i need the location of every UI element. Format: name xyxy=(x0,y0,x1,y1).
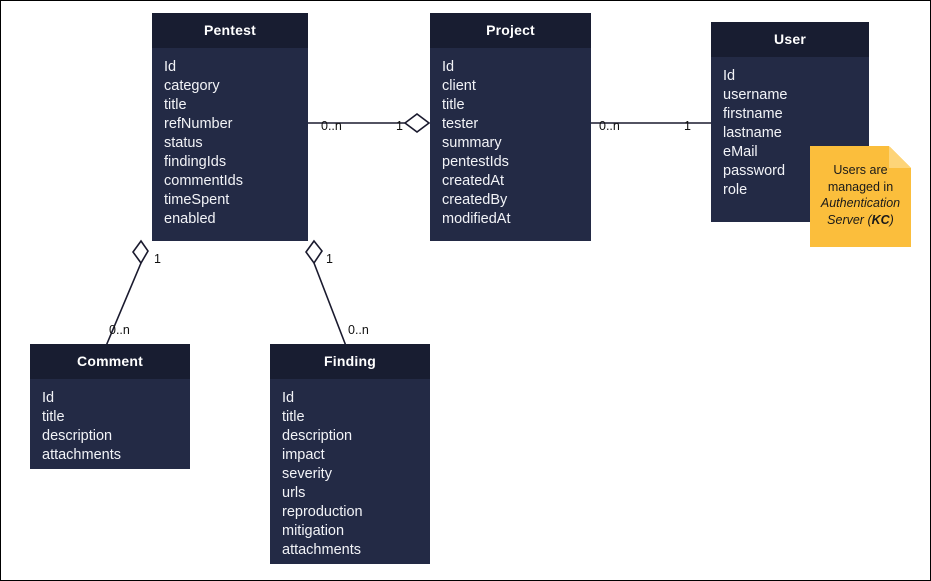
attribute: commentIds xyxy=(164,173,243,189)
note-line-4-suffix: ) xyxy=(889,212,894,227)
attribute: Id xyxy=(42,390,55,406)
attribute: category xyxy=(164,78,220,94)
attribute: createdAt xyxy=(442,173,505,189)
class-attributes-comment: Id title description attachments xyxy=(30,379,190,475)
attribute: title xyxy=(164,97,187,113)
attribute: eMail xyxy=(723,144,758,160)
class-title-comment: Comment xyxy=(30,344,190,379)
attribute: description xyxy=(282,428,353,444)
attribute: summary xyxy=(442,135,502,151)
attribute: mitigation xyxy=(282,523,345,539)
note-line-4-strong: KC xyxy=(871,212,890,227)
multiplicity-pentest-comment-source: 0..n xyxy=(109,323,130,337)
attribute: enabled xyxy=(164,211,216,227)
note-line-4-prefix: Server ( xyxy=(827,212,872,227)
aggregation-diamond-pentest-comment xyxy=(132,239,149,265)
attribute: createdBy xyxy=(442,192,508,208)
note-line-4: Server (KC) xyxy=(818,212,903,229)
multiplicity-project-user-source: 0..n xyxy=(599,119,620,133)
attribute: Id xyxy=(723,68,736,84)
attribute: title xyxy=(442,97,465,113)
class-attributes-pentest: Id category title refNumber status findi… xyxy=(152,48,308,241)
attribute: lastname xyxy=(723,125,782,141)
note-fold-corner-icon xyxy=(889,146,911,168)
multiplicity-pentest-finding-source: 0..n xyxy=(348,323,369,337)
class-attributes-user: Id username firstname lastname eMail pas… xyxy=(711,57,869,222)
aggregation-diamond-project xyxy=(403,113,431,133)
multiplicity-pentest-comment-target: 1 xyxy=(154,252,161,266)
attribute: title xyxy=(282,409,305,425)
multiplicity-pentest-project-target: 1 xyxy=(396,119,403,133)
attribute: role xyxy=(723,182,748,198)
class-title-pentest: Pentest xyxy=(152,13,308,48)
class-title-user: User xyxy=(711,22,869,57)
attribute: Id xyxy=(442,59,455,75)
note-line-2: managed in xyxy=(827,179,894,194)
attribute: password xyxy=(723,163,786,179)
attribute: title xyxy=(42,409,65,425)
class-box-pentest[interactable]: Pentest Id category title refNumber stat… xyxy=(152,13,308,241)
class-title-project: Project xyxy=(430,13,591,48)
attribute: description xyxy=(42,428,113,444)
attribute: modifiedAt xyxy=(442,211,511,227)
attribute: pentestIds xyxy=(442,154,509,170)
sticky-note-user[interactable]: Users are managed in Authentication Serv… xyxy=(810,146,911,247)
multiplicity-pentest-project-source: 0..n xyxy=(321,119,342,133)
attribute: reproduction xyxy=(282,504,363,520)
attribute: firstname xyxy=(723,106,783,122)
attribute: Id xyxy=(282,390,295,406)
attribute: attachments xyxy=(42,447,121,463)
multiplicity-project-user-target: 1 xyxy=(684,119,691,133)
attribute: attachments xyxy=(282,542,361,558)
attribute: status xyxy=(164,135,203,151)
class-attributes-project: Id client title tester summary pentestId… xyxy=(430,48,591,241)
attribute: Id xyxy=(164,59,177,75)
attribute: findingIds xyxy=(164,154,227,170)
multiplicity-pentest-finding-target: 1 xyxy=(326,252,333,266)
attribute: severity xyxy=(282,466,332,482)
attribute: refNumber xyxy=(164,116,233,132)
attribute: username xyxy=(723,87,788,103)
attribute: tester xyxy=(442,116,479,132)
edge-pentest-finding xyxy=(313,262,347,347)
class-title-finding: Finding xyxy=(270,344,430,379)
class-box-finding[interactable]: Finding Id title description impact seve… xyxy=(270,344,430,564)
attribute: timeSpent xyxy=(164,192,230,208)
class-box-project[interactable]: Project Id client title tester summary p… xyxy=(430,13,591,241)
attribute: client xyxy=(442,78,476,94)
class-box-comment[interactable]: Comment Id title description attachments xyxy=(30,344,190,469)
note-line-3: Authentication xyxy=(820,196,901,210)
note-line-1: Users are xyxy=(833,163,888,177)
attribute: impact xyxy=(282,447,325,463)
class-attributes-finding: Id title description impact severity url… xyxy=(270,379,430,570)
attribute: urls xyxy=(282,485,306,501)
aggregation-diamond-pentest-finding xyxy=(305,239,323,265)
